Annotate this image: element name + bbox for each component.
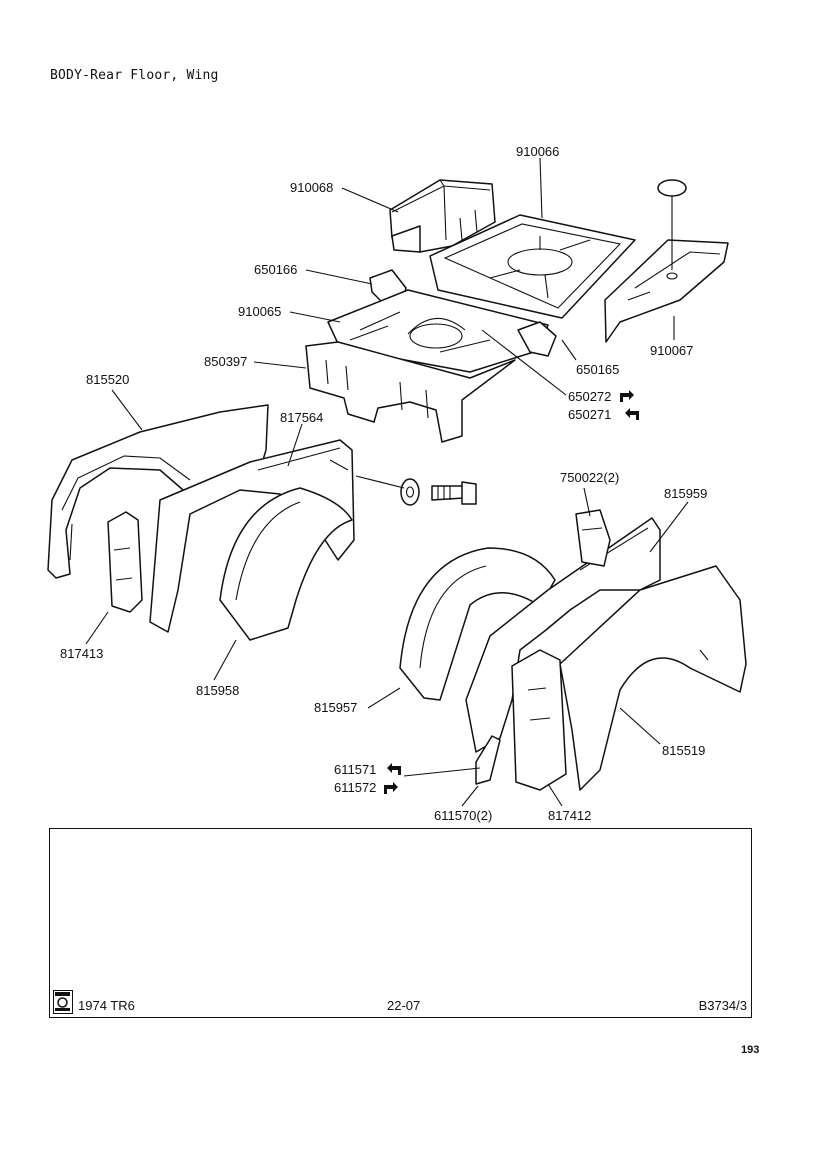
part-label: 817564 xyxy=(280,410,323,425)
part-label: 815520 xyxy=(86,372,129,387)
part-label: 910066 xyxy=(516,144,559,159)
leader-lines xyxy=(85,157,689,807)
part-label: 650272 xyxy=(568,389,611,404)
arrow-left-icon xyxy=(387,763,401,775)
part-label: 815957 xyxy=(314,700,357,715)
arrow-right-icon xyxy=(620,390,634,402)
page-title: BODY-Rear Floor, Wing xyxy=(50,68,219,83)
part-910067-drawing xyxy=(604,179,729,343)
part-label: 650165 xyxy=(576,362,619,377)
part-817412-drawing xyxy=(511,649,567,791)
part-label: 611570(2) xyxy=(434,808,492,823)
part-815519-drawing xyxy=(559,565,747,791)
leyland-logo-icon xyxy=(53,990,73,1014)
part-label: 910068 xyxy=(290,180,333,195)
part-label: 650271 xyxy=(568,407,611,422)
part-label: 611571 xyxy=(334,762,376,777)
notes-box: 1974 TR6 22-07 B3734/3 xyxy=(49,828,752,1018)
part-label: 815959 xyxy=(664,486,707,501)
part-label: 850397 xyxy=(204,354,247,369)
part-815958-drawing xyxy=(219,487,353,641)
footer-section: 22-07 xyxy=(387,998,421,1013)
part-label: 611572 xyxy=(334,780,376,795)
part-910065-drawing xyxy=(327,289,549,373)
part-label: 815958 xyxy=(196,683,239,698)
part-815957-drawing xyxy=(399,547,556,701)
part-label: 910065 xyxy=(238,304,281,319)
arrow-left-icon xyxy=(625,408,639,420)
footer-ref: B3734/3 xyxy=(698,998,747,1013)
part-label: 750022(2) xyxy=(560,470,619,485)
part-611570-drawing xyxy=(475,735,501,785)
part-910068-drawing xyxy=(389,179,496,253)
fixing-washer-bolt-drawing xyxy=(400,478,477,506)
part-910066-drawing xyxy=(429,214,636,319)
part-850397-drawing xyxy=(305,341,516,443)
part-label: 817413 xyxy=(60,646,103,661)
footer-model: 1974 TR6 xyxy=(78,998,135,1013)
part-label: 815519 xyxy=(662,743,705,758)
part-817413-drawing xyxy=(107,511,143,613)
part-label: 910067 xyxy=(650,343,693,358)
part-650165-drawing xyxy=(517,321,557,357)
page-number: 193 xyxy=(741,1044,760,1056)
arrow-right-icon xyxy=(384,782,398,794)
part-label: 650166 xyxy=(254,262,297,277)
part-label: 817412 xyxy=(548,808,591,823)
part-750022-drawing xyxy=(575,509,611,567)
